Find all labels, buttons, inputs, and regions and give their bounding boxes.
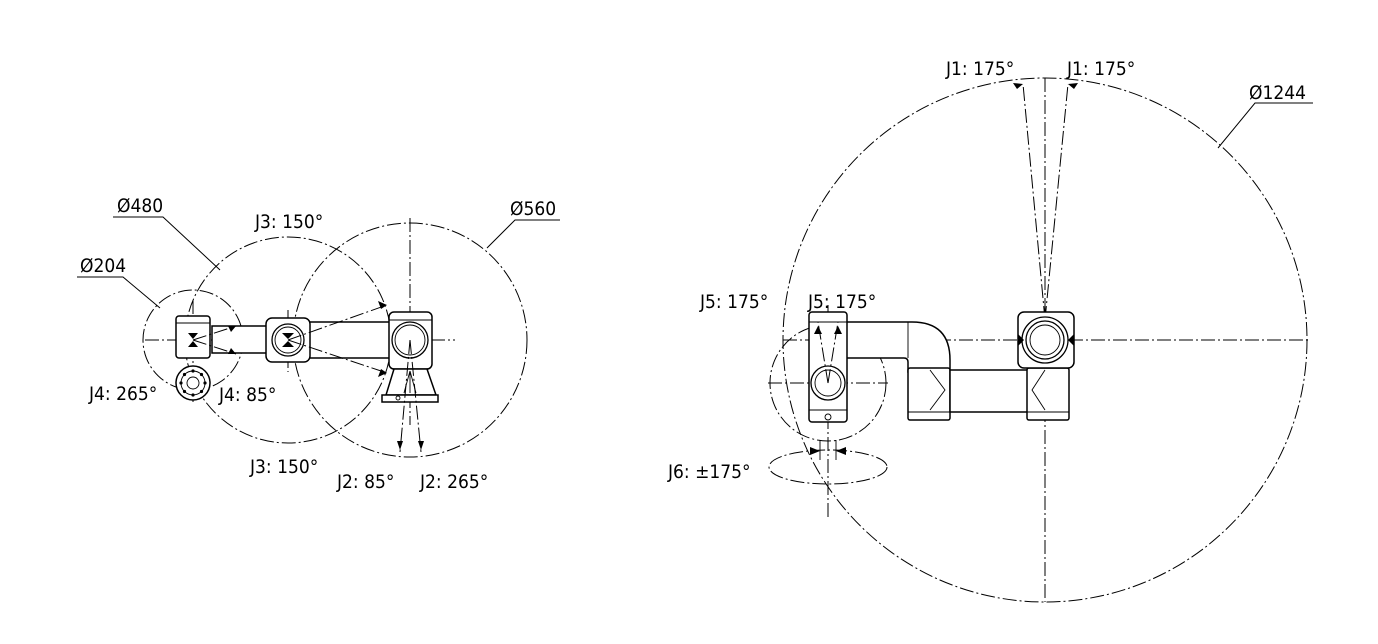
leader-d1244 (1217, 102, 1313, 149)
label-j2-left: J2: 85° (336, 471, 394, 493)
leader-d204 (77, 276, 161, 309)
label-j6: J6: ±175° (667, 461, 751, 483)
label-d1244: Ø1244 (1249, 82, 1306, 104)
base-joint-inner (1029, 324, 1061, 356)
j2-right-arrow (418, 441, 424, 450)
left-view: Ø480 Ø204 Ø560 J3: 150° J4: 265° J4: 85°… (77, 195, 560, 493)
j4-lower-arrow (228, 348, 236, 354)
wrist-marker (188, 333, 198, 347)
elbow-marker (282, 333, 294, 347)
label-j3-upper: J3: 150° (254, 211, 323, 233)
base-port (395, 395, 401, 401)
elbow-joint-inner (274, 326, 302, 354)
j4-upper-arrow (228, 326, 236, 332)
label-j2-right: J2: 265° (419, 471, 488, 493)
flange-bolts (179, 369, 207, 397)
j5-left-arrow (814, 326, 822, 334)
j5-right-arrow (834, 326, 842, 334)
lower-arm (949, 369, 1029, 413)
label-j3-lower: J3: 150° (249, 456, 318, 478)
j1-swing-lines (1022, 83, 1069, 321)
right-view: Ø1244 J1: 175° J1: 175° J5: 175° J5: 175… (667, 58, 1313, 603)
label-j4-right: J4: 85° (218, 384, 276, 406)
leader-d560 (486, 219, 560, 249)
j2-swing-lines (399, 339, 422, 453)
j3-swing-lines (287, 304, 388, 374)
j3-lower-arrow (378, 369, 387, 377)
j1-left-arrow (1013, 83, 1023, 89)
elbow-chevron (929, 369, 946, 411)
base-joint (1025, 320, 1065, 360)
label-d560: Ø560 (510, 198, 556, 220)
shoulder-joint (391, 321, 429, 359)
label-j5-right: J5: 175° (807, 291, 876, 313)
j6-right-arrow (836, 447, 846, 455)
upper-arm-link (302, 321, 393, 359)
shoulder-joint-inner (394, 324, 426, 356)
wrist-joint (810, 365, 846, 401)
tool-flange-mark (824, 413, 832, 421)
leader-d480 (113, 216, 221, 271)
label-j1-right: J1: 175° (1066, 58, 1135, 80)
label-j5-left: J5: 175° (699, 291, 768, 313)
wrist-housing (808, 311, 848, 423)
j4-swing-lines (192, 325, 237, 355)
upper-link-elbow (845, 321, 951, 373)
shoulder-chevron (1031, 369, 1046, 411)
j1-right-arrow (1068, 83, 1078, 89)
elbow-joint (271, 323, 305, 357)
j3-upper-arrow (378, 301, 387, 309)
robot-base (384, 368, 438, 396)
tool-flange-hub (186, 376, 200, 390)
label-d480: Ø480 (117, 195, 163, 217)
wrist-joint-inner (814, 369, 842, 397)
j6-left-arrow (810, 447, 820, 455)
j6-range-ellipse (768, 449, 888, 485)
j2-left-arrow (397, 441, 403, 450)
label-j4-left: J4: 265° (88, 383, 157, 405)
label-d204: Ø204 (80, 255, 126, 277)
label-j1-left: J1: 175° (945, 58, 1014, 80)
base-plate (381, 394, 439, 403)
